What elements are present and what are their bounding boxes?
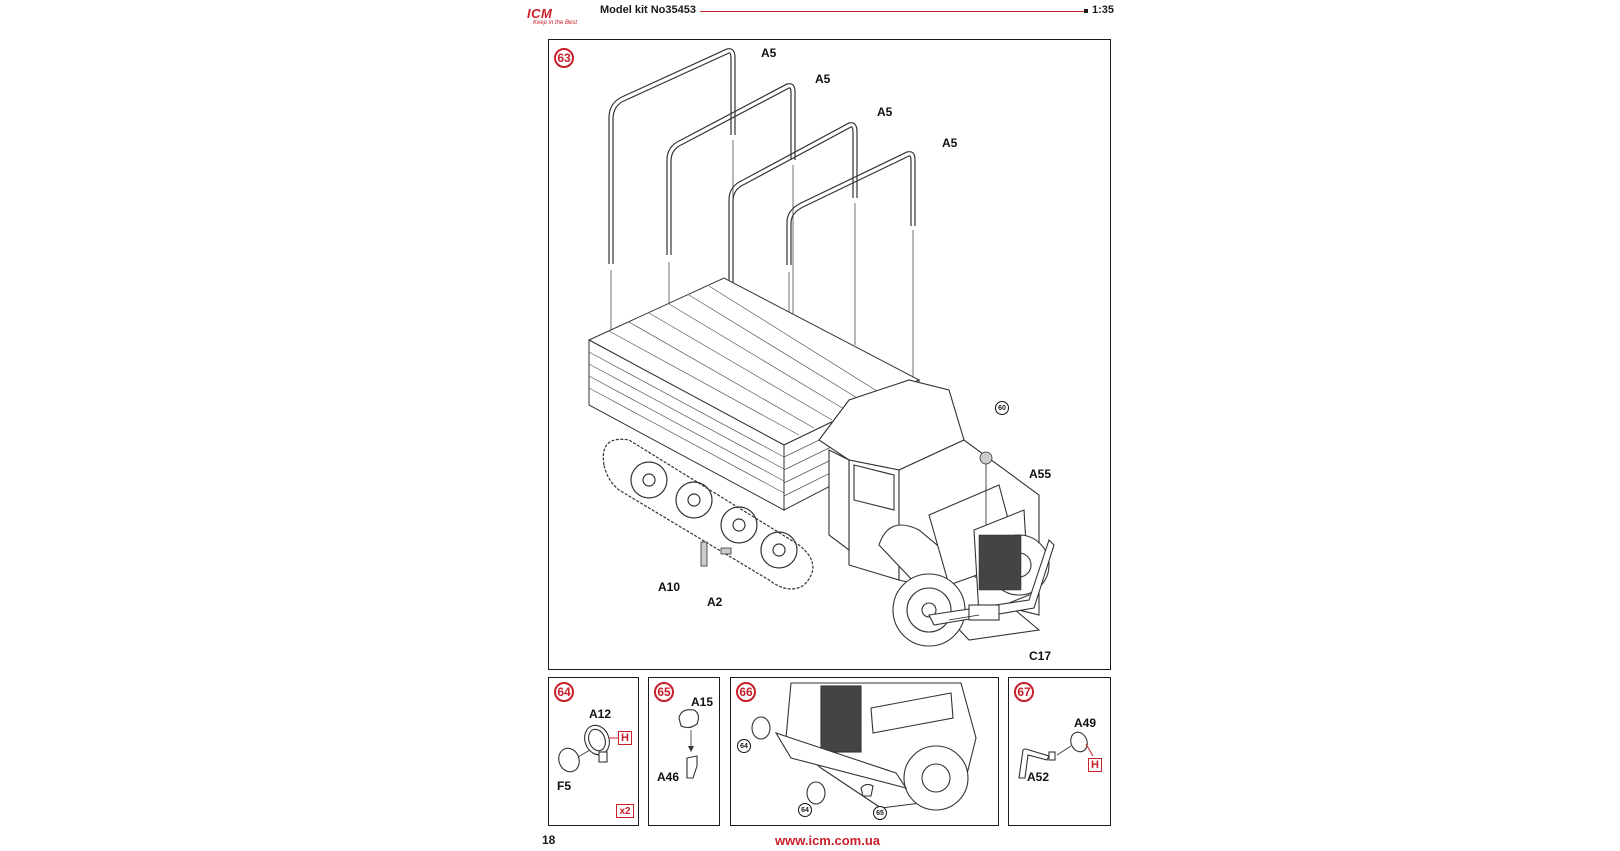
part-label-a52: A52 <box>1027 770 1050 784</box>
header-rule-end <box>1084 9 1088 13</box>
step-63-panel: 63 A5 A5 A5 A5 60 A55 A10 A2 C17 <box>548 39 1111 670</box>
step-ref-64: 64 <box>798 803 812 817</box>
hot-glue-h-icon: H <box>618 731 632 745</box>
step-66-panel: 66 64 64 65 <box>730 677 999 826</box>
part-label-a5: A5 <box>877 105 893 119</box>
light-bracket-drawing <box>678 709 700 779</box>
step-ref-60: 60 <box>995 401 1009 415</box>
part-label-a49: A49 <box>1074 716 1097 730</box>
part-label-a10: A10 <box>658 580 681 594</box>
step-65-panel: 65 A15 A46 <box>648 677 720 826</box>
part-label-a15: A15 <box>691 695 714 709</box>
step-65-badge: 65 <box>654 682 674 702</box>
step-64-badge: 64 <box>554 682 574 702</box>
step-67-badge: 67 <box>1014 682 1034 702</box>
part-label-f5: F5 <box>557 779 572 793</box>
front-fender-lights-drawing <box>751 682 977 811</box>
step-66-badge: 66 <box>736 682 756 702</box>
kit-title: Model kit No35453 <box>600 4 696 16</box>
headlight-assembly-drawing <box>558 724 618 773</box>
step-63-badge: 63 <box>554 48 574 68</box>
step-64-panel: 64 A12 H F5 x2 <box>548 677 639 826</box>
part-label-a5: A5 <box>761 46 777 60</box>
part-label-a5: A5 <box>942 136 958 150</box>
hot-glue-h-icon: H <box>1088 758 1102 772</box>
part-label-a55: A55 <box>1029 467 1052 481</box>
part-label-a12: A12 <box>589 707 612 721</box>
kit-scale: 1:35 <box>1092 4 1115 16</box>
part-label-c17: C17 <box>1029 649 1052 663</box>
mirror-assembly-drawing <box>1018 731 1094 779</box>
part-label-a2: A2 <box>707 595 723 609</box>
icm-logo: ICM Keep in the Best <box>527 6 587 30</box>
halftrack-truck-drawing <box>587 48 1055 647</box>
logo-brand: ICM <box>527 6 553 21</box>
step-ref-64: 64 <box>737 739 751 753</box>
website-link[interactable]: www.icm.com.ua <box>775 833 880 848</box>
header-rule <box>700 11 1085 12</box>
step-67-panel: 67 A49 A52 H <box>1008 677 1111 826</box>
step-ref-65: 65 <box>873 806 887 820</box>
page-number: 18 <box>542 833 556 847</box>
part-label-a5: A5 <box>815 72 831 86</box>
logo-tagline: Keep in the Best <box>533 20 578 26</box>
quantity-x2-badge: x2 <box>616 804 634 818</box>
part-label-a46: A46 <box>657 770 680 784</box>
